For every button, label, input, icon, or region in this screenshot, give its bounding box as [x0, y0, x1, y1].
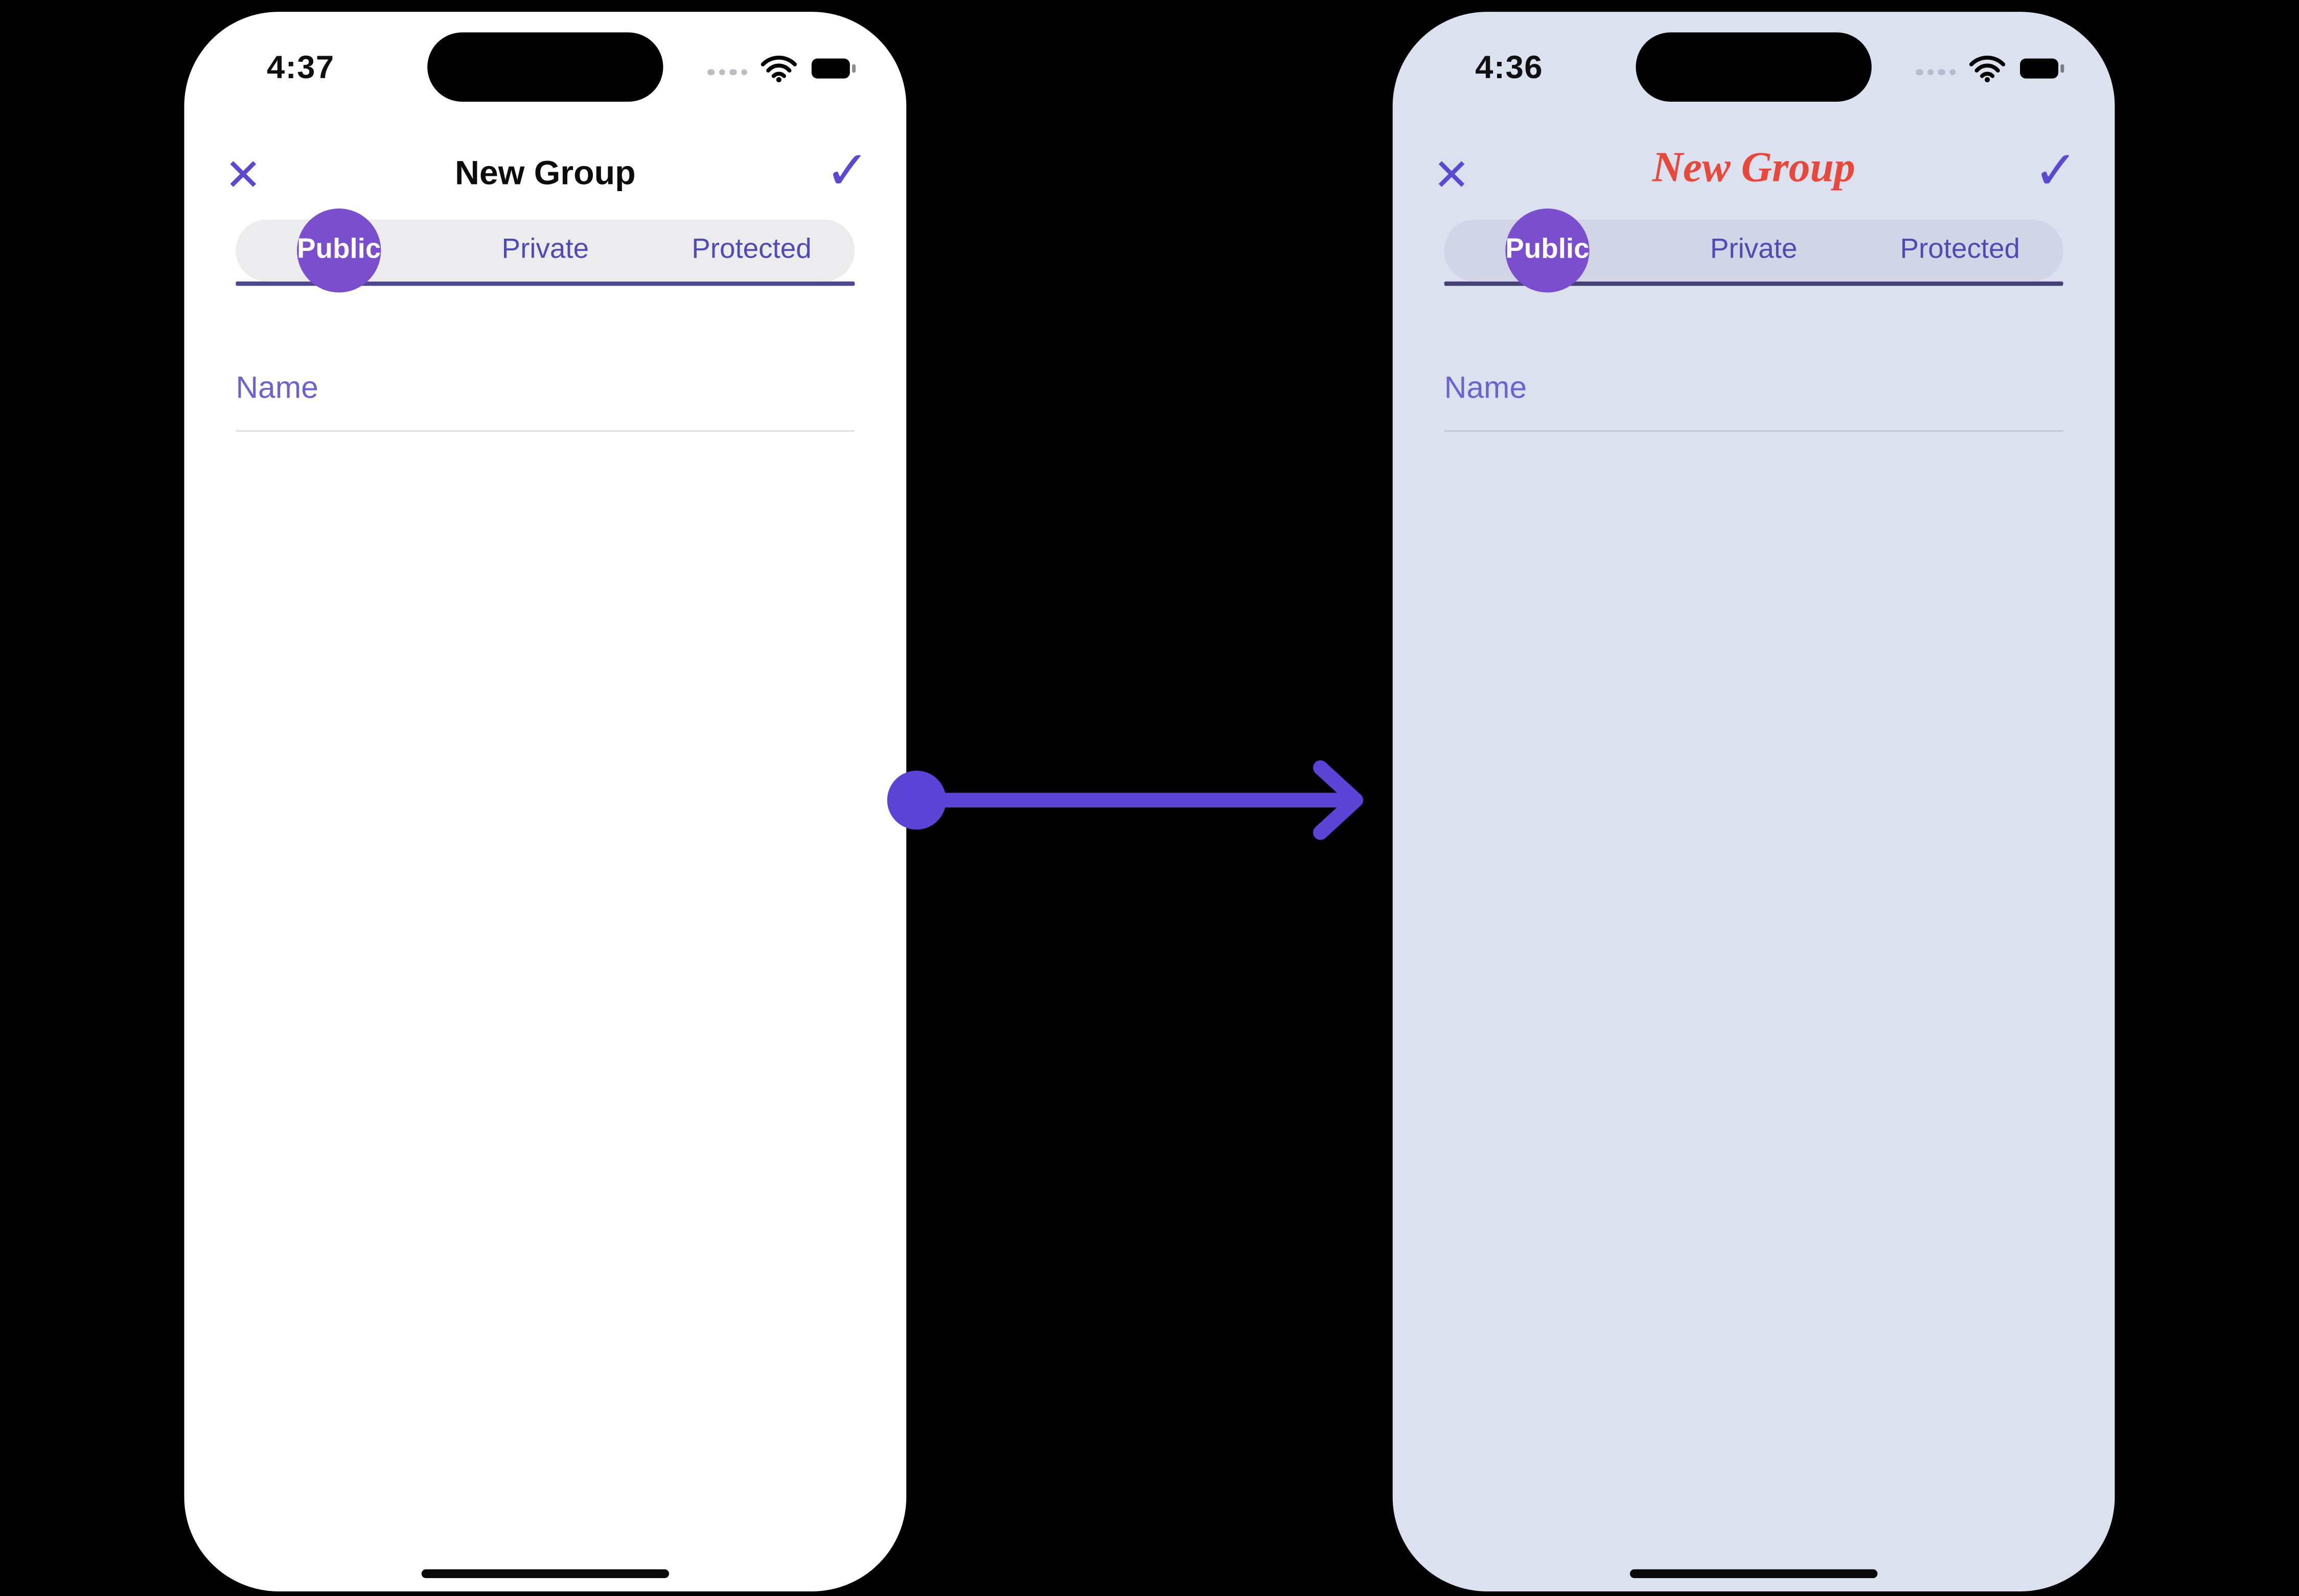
nav-bar: ✕ New Group ✓ — [1393, 140, 2115, 212]
close-button[interactable]: ✕ — [214, 146, 272, 204]
name-input[interactable] — [1444, 362, 2063, 432]
selected-tab-circle — [296, 208, 381, 293]
status-bar: 4:37 — [184, 32, 906, 103]
status-icons — [707, 55, 856, 90]
tab-label: Private — [1710, 234, 1798, 265]
confirm-button[interactable]: ✓ — [815, 138, 880, 203]
check-icon: ✓ — [825, 140, 870, 201]
tab-label: Public — [296, 234, 381, 265]
tabs-underline — [1444, 281, 2063, 286]
tab-label: Protected — [692, 234, 812, 265]
tab-label: Private — [501, 234, 589, 265]
cellular-signal-icon — [1916, 68, 1956, 76]
page-title: New Group — [454, 153, 636, 192]
close-icon: ✕ — [1433, 151, 1470, 200]
nav-bar: ✕ New Group ✓ — [184, 140, 906, 212]
tab-private[interactable]: Private — [1650, 220, 1857, 282]
phone-right: 4:36 — [1392, 12, 2115, 1591]
page-title: New Group — [1652, 144, 1855, 192]
wifi-icon — [1969, 55, 2006, 90]
status-icons — [1916, 55, 2064, 90]
time-label: 4:37 — [266, 49, 335, 86]
tab-label: Protected — [1900, 234, 2020, 265]
battery-icon — [811, 57, 856, 87]
close-button[interactable]: ✕ — [1422, 146, 1481, 204]
selected-tab-circle — [1505, 208, 1590, 293]
tab-protected[interactable]: Protected — [649, 220, 855, 282]
segmented-control: Public Private Protected — [236, 208, 855, 293]
dynamic-island — [427, 32, 663, 102]
cellular-signal-icon — [707, 68, 747, 76]
tab-protected[interactable]: Protected — [1857, 220, 2063, 282]
dynamic-island — [1636, 32, 1872, 102]
battery-icon — [2019, 57, 2064, 87]
close-icon: ✕ — [224, 151, 262, 200]
home-indicator[interactable] — [421, 1569, 670, 1579]
tab-public[interactable]: Public — [1444, 208, 1651, 293]
confirm-button[interactable]: ✓ — [2024, 138, 2088, 203]
status-bar: 4:36 — [1393, 32, 2115, 103]
transition-arrow — [887, 760, 1364, 840]
tab-private[interactable]: Private — [442, 220, 649, 282]
wifi-icon — [761, 55, 797, 90]
time-label: 4:36 — [1475, 49, 1543, 86]
tabs-underline — [236, 281, 855, 286]
check-icon: ✓ — [2033, 140, 2078, 201]
tab-public[interactable]: Public — [236, 208, 442, 293]
phone-left: 4:37 — [184, 12, 907, 1591]
segmented-control: Public Private Protected — [1444, 208, 2063, 293]
name-input[interactable] — [236, 362, 855, 432]
tab-label: Public — [1505, 234, 1590, 265]
home-indicator[interactable] — [1629, 1569, 1878, 1579]
